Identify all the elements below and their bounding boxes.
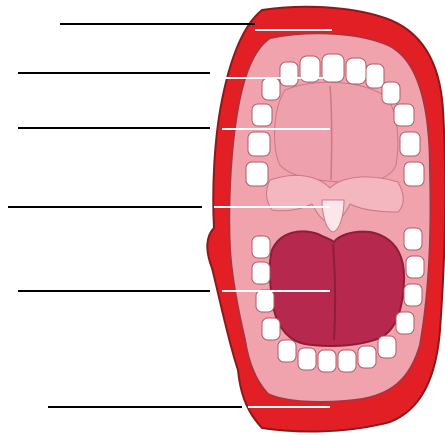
- tongue: [270, 231, 404, 346]
- hard-palate: [275, 82, 398, 182]
